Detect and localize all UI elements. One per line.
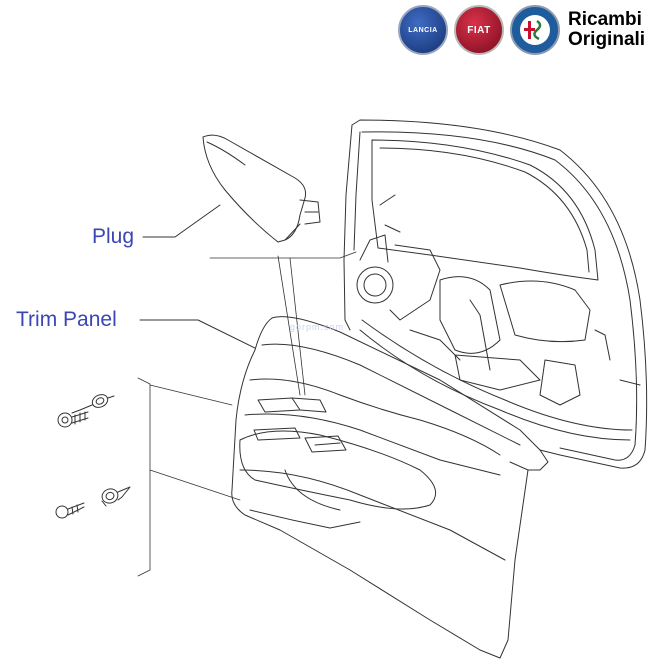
trim-panel-part	[231, 316, 549, 659]
brand-text: Ricambi Originali	[566, 10, 645, 50]
door-frame	[343, 119, 648, 469]
screw-fastener-2	[57, 411, 89, 428]
brand-line-2: Originali	[568, 29, 646, 50]
fiat-badge-icon: FIAT	[454, 5, 504, 55]
brand-header: LANCIA FIAT Ricambi Originali	[398, 4, 645, 56]
trim-panel-leader-lines	[139, 319, 256, 349]
lancia-badge-icon: LANCIA	[398, 5, 448, 55]
lancia-badge-text: LANCIA	[408, 26, 438, 34]
brand-line-1: Ricambi	[568, 9, 642, 30]
fiat-badge-text: FIAT	[467, 24, 491, 36]
alfa-romeo-badge-icon	[510, 5, 560, 55]
plug-leader-lines	[142, 204, 357, 396]
watermark: gorpm.com	[290, 322, 345, 332]
plug-callout-label: Plug	[92, 225, 135, 248]
screw-fastener-3	[55, 502, 85, 519]
screw-fastener-1	[71, 394, 115, 414]
plug-part	[202, 134, 321, 243]
fastener-bracket	[137, 377, 241, 577]
clip-fastener	[101, 486, 131, 507]
trim-panel-callout-label: Trim Panel	[16, 308, 117, 331]
